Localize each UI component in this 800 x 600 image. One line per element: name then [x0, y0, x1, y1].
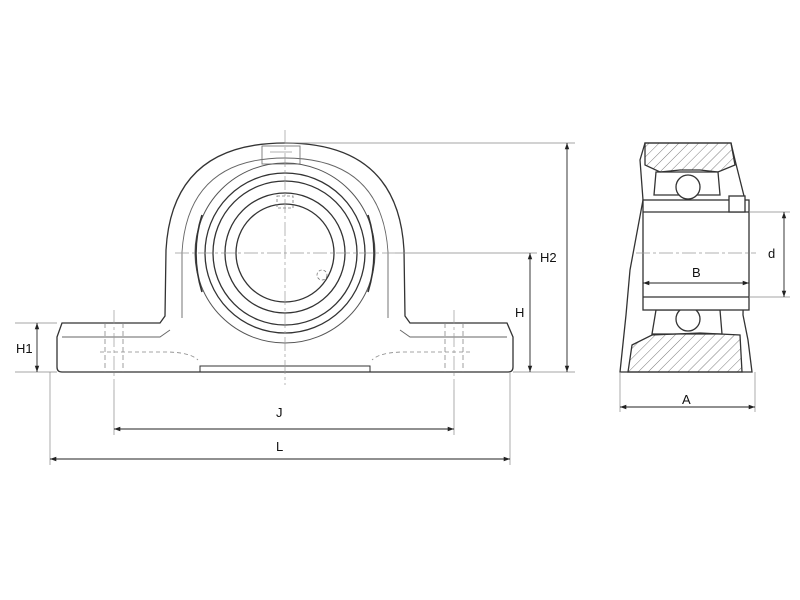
- label-B: B: [692, 265, 701, 280]
- side-set-screw: [728, 195, 746, 213]
- label-A: A: [682, 392, 691, 407]
- dimension-labels: H1 H H2 J L B d A: [16, 246, 775, 454]
- center-lines: [113, 130, 455, 390]
- bolt-hole-right: [444, 323, 464, 372]
- left-foot-top: [100, 351, 199, 361]
- right-seal-detail: [367, 214, 375, 293]
- side-view: [619, 142, 756, 373]
- bolt-hole-left: [104, 323, 124, 372]
- side-housing-bottom: [627, 332, 743, 373]
- label-d: d: [768, 246, 775, 261]
- front-view: [56, 130, 514, 390]
- set-screw-hole: [316, 269, 328, 281]
- dimension-lines: [34, 143, 787, 462]
- label-L: L: [276, 439, 283, 454]
- label-J: J: [276, 405, 283, 420]
- label-H2: H2: [540, 250, 557, 265]
- ball-top: [675, 174, 701, 200]
- side-outer-ring: [653, 171, 721, 196]
- housing-outline: [56, 142, 514, 373]
- left-foot-step: [62, 329, 171, 338]
- shaft-bore: [642, 199, 750, 311]
- side-housing-top: [644, 142, 736, 173]
- label-H1: H1: [16, 341, 33, 356]
- right-foot-top: [371, 351, 470, 361]
- left-seal-detail: [195, 214, 203, 293]
- right-foot-step: [399, 329, 507, 338]
- grease-nipple: [261, 145, 301, 165]
- label-H: H: [515, 305, 524, 320]
